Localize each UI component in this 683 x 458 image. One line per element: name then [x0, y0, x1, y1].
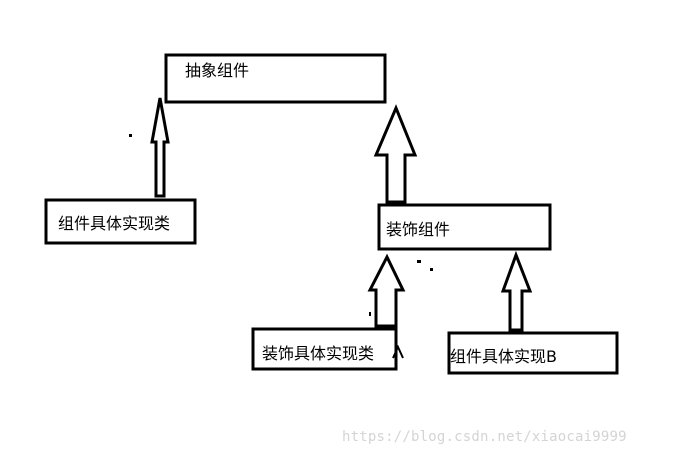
arrow-decorator-to-abstract	[373, 104, 418, 204]
caret-mark	[392, 344, 404, 359]
concrete-component-label: 组件具体实现类	[58, 214, 171, 233]
arrow-concrete-to-abstract	[150, 97, 170, 198]
arrow-concrete-decorator-to-decorator	[367, 253, 406, 328]
stray-mark	[129, 134, 132, 137]
watermark: https://blog.csdn.net/xiaocai9999	[342, 429, 627, 445]
concrete-component-box	[44, 198, 197, 245]
abstract-component-label: 抽象组件	[185, 61, 250, 80]
decorator-label: 装饰组件	[386, 220, 451, 239]
concrete-decorator-b-label: 组件具体实现B	[450, 347, 557, 366]
decorator-box	[377, 203, 552, 251]
abstract-component-box	[164, 53, 387, 104]
stray-mark	[430, 268, 433, 271]
concrete-decorator-label: 装饰具体实现类	[262, 344, 375, 363]
stray-mark	[369, 312, 371, 316]
concrete-decorator-b-box	[447, 331, 619, 375]
arrow-concrete-b-to-decorator	[500, 250, 533, 332]
stray-mark	[417, 260, 421, 263]
